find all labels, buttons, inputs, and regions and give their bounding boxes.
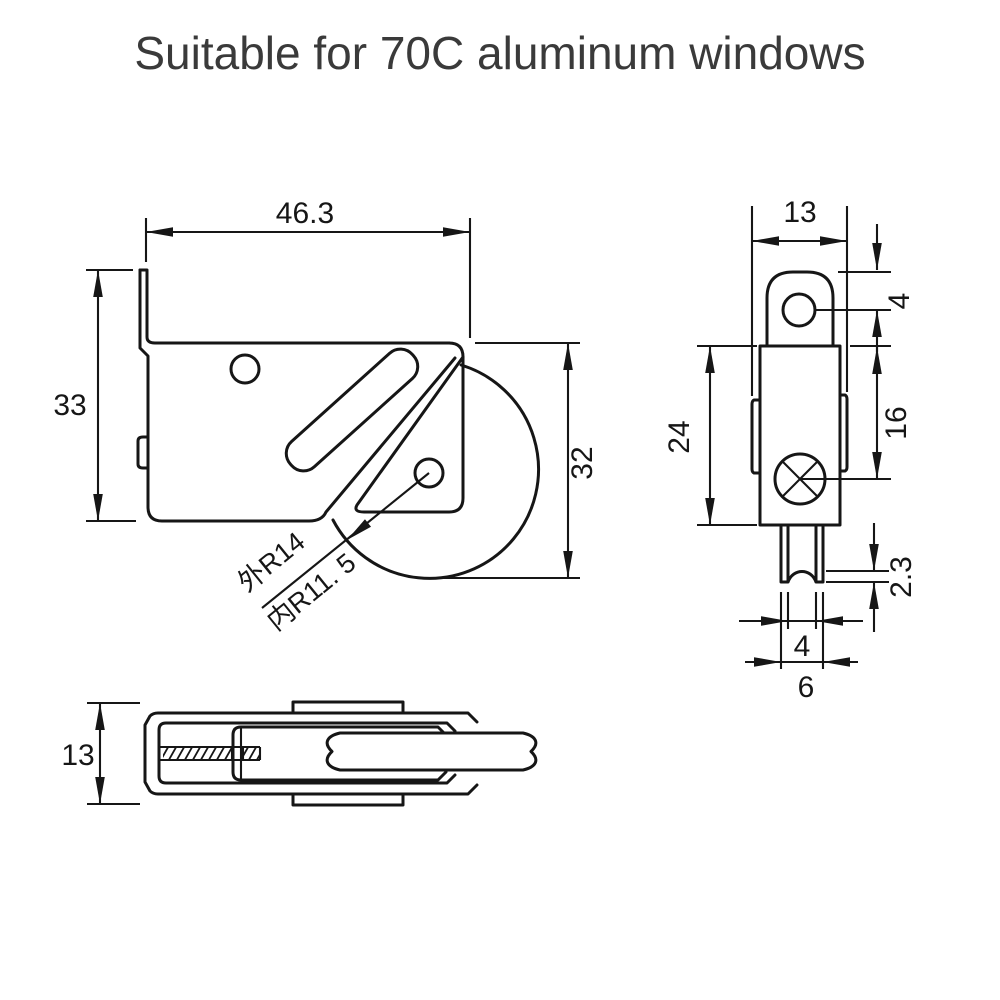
dim-body-height-label: 24 bbox=[663, 420, 696, 453]
bottom-tab-top bbox=[291, 700, 405, 715]
bracket-back-plate-outline bbox=[138, 268, 457, 523]
dim-leg-lip-label: 2.3 bbox=[885, 556, 918, 598]
side-rail-left bbox=[750, 398, 762, 475]
side-rail-right bbox=[838, 393, 849, 473]
dim-front-width-label: 46.3 bbox=[276, 197, 334, 230]
dim-front-height-label: 33 bbox=[53, 389, 86, 422]
front-view: 46.3 33 32 外R14 内R11. 5 bbox=[53, 197, 599, 637]
dim-body-height: 24 bbox=[663, 344, 757, 527]
lug-outline bbox=[765, 270, 835, 348]
dim-side-width: 13 bbox=[750, 196, 849, 396]
bracket-flange-outline bbox=[138, 268, 451, 345]
roller-carrier-plate-outline bbox=[354, 341, 465, 514]
side-body-outline bbox=[758, 344, 842, 527]
page-title: Suitable for 70C aluminum windows bbox=[134, 27, 866, 79]
wheel-section bbox=[325, 731, 538, 772]
housing-inner bbox=[157, 721, 457, 785]
dim-side-width-label: 13 bbox=[783, 196, 816, 229]
dim-bottom-thickness-label: 13 bbox=[61, 739, 94, 772]
dim-lug-hole-offset: 4 bbox=[838, 224, 916, 352]
dim-wheel-height-label: 32 bbox=[566, 446, 599, 479]
dim-leg-outer: 6 bbox=[745, 592, 858, 704]
axle-hole bbox=[413, 457, 445, 489]
radius-leader: 外R14 内R11. 5 bbox=[232, 472, 430, 637]
dim-leg-outer-label: 6 bbox=[798, 671, 815, 704]
dim-leg-gap: 4 bbox=[739, 592, 863, 663]
dim-front-width: 46.3 bbox=[144, 197, 472, 338]
bracket-side-tab bbox=[136, 435, 150, 470]
bottom-view: 13 bbox=[61, 700, 538, 807]
dim-leg-lip: 2.3 bbox=[826, 523, 918, 632]
dim-lug-hole-offset-label: 4 bbox=[883, 293, 916, 310]
dim-front-wheel-height: 32 bbox=[437, 341, 599, 580]
bottom-tab-bottom bbox=[291, 792, 405, 807]
dim-front-height-total: 33 bbox=[53, 268, 136, 523]
guide-legs bbox=[779, 523, 825, 584]
dim-leg-gap-label: 4 bbox=[794, 630, 811, 663]
adjustment-slot bbox=[284, 347, 420, 473]
dim-hole-span-label: 16 bbox=[880, 406, 913, 439]
dim-bottom-thickness: 13 bbox=[61, 701, 140, 806]
screw-rod-section bbox=[160, 745, 262, 762]
roller-wheel-arc bbox=[331, 363, 541, 580]
dim-hole-span: 16 bbox=[850, 344, 913, 479]
lug-hole bbox=[781, 292, 817, 328]
mounting-hole bbox=[229, 353, 261, 385]
side-view: 13 4 16 24 bbox=[663, 196, 918, 704]
housing-outer bbox=[143, 711, 479, 796]
